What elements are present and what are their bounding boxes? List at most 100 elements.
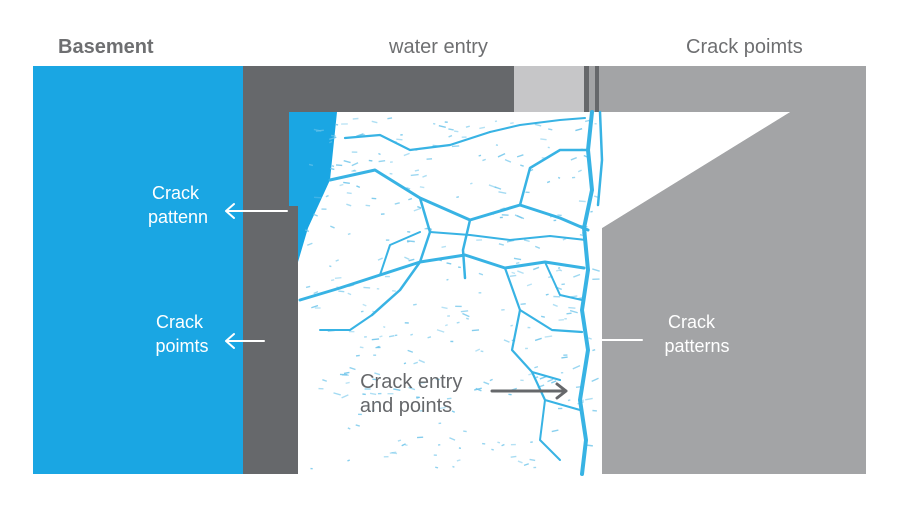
header-water-entry: water entry bbox=[388, 36, 488, 58]
speckle bbox=[558, 319, 565, 321]
speckle bbox=[380, 213, 385, 215]
speckle bbox=[384, 275, 390, 278]
speckle bbox=[355, 424, 360, 427]
speckle bbox=[364, 388, 371, 390]
speckle bbox=[528, 373, 533, 376]
speckle bbox=[520, 303, 526, 305]
header-crack-points: Crack poimts bbox=[686, 36, 803, 58]
speckle bbox=[419, 186, 425, 189]
crack-branch-3 bbox=[370, 196, 432, 317]
speckle bbox=[446, 397, 452, 400]
speckle bbox=[416, 396, 421, 399]
speckle bbox=[417, 436, 424, 439]
speckle bbox=[444, 405, 448, 408]
speckle bbox=[585, 119, 590, 123]
speckle bbox=[592, 409, 597, 412]
speckle bbox=[533, 466, 537, 469]
speckle bbox=[456, 321, 460, 324]
label-crack-pattenn-line1: Crack bbox=[152, 183, 200, 203]
speckle bbox=[392, 290, 396, 292]
speckle bbox=[452, 465, 455, 468]
speckle bbox=[535, 376, 539, 379]
label-crack-pattenn-line2: pattenn bbox=[148, 207, 208, 227]
label-crack-entry-line2: and points bbox=[360, 395, 452, 417]
crack-branch-7 bbox=[503, 266, 584, 334]
speckle bbox=[394, 334, 398, 337]
speckle bbox=[567, 399, 571, 402]
speckle bbox=[497, 441, 501, 444]
speckle bbox=[394, 202, 400, 205]
speckle bbox=[447, 315, 450, 317]
speckle bbox=[403, 152, 410, 157]
speckle bbox=[438, 422, 442, 425]
speckle bbox=[566, 312, 572, 315]
speckle bbox=[385, 239, 390, 241]
label-crack-entry: Crack entry and points bbox=[360, 371, 468, 417]
speckle bbox=[313, 290, 319, 295]
pipe-line-dark bbox=[584, 66, 589, 112]
speckle bbox=[393, 388, 401, 391]
speckle bbox=[478, 272, 484, 276]
speckle bbox=[413, 207, 422, 212]
speckle bbox=[450, 340, 454, 343]
speckle bbox=[534, 245, 541, 249]
speckle bbox=[520, 379, 524, 382]
speckle bbox=[364, 336, 367, 338]
crack-branch-2 bbox=[298, 253, 586, 302]
speckle bbox=[379, 335, 383, 338]
speckle bbox=[514, 214, 523, 219]
speckle bbox=[404, 322, 409, 324]
speckle bbox=[341, 123, 348, 125]
speckle bbox=[558, 267, 561, 269]
speckle bbox=[544, 335, 553, 338]
speckle bbox=[374, 372, 381, 376]
speckle bbox=[343, 371, 350, 375]
speckle bbox=[408, 258, 415, 262]
speckle bbox=[333, 392, 341, 396]
speckle bbox=[437, 443, 441, 446]
crack-branch-1 bbox=[328, 168, 590, 232]
top-slab-light bbox=[514, 66, 584, 112]
arrow-left-lower bbox=[225, 333, 265, 349]
speckle bbox=[390, 161, 393, 163]
speckle bbox=[513, 257, 522, 261]
speckle bbox=[351, 162, 359, 167]
speckle bbox=[483, 381, 490, 385]
speckle bbox=[321, 208, 327, 210]
speckle bbox=[360, 310, 364, 313]
speckle bbox=[383, 456, 389, 458]
speckle bbox=[553, 219, 557, 222]
speckle bbox=[362, 393, 366, 396]
speckle bbox=[503, 339, 510, 343]
speckle bbox=[560, 372, 564, 374]
speckle bbox=[375, 401, 379, 403]
speckle bbox=[406, 240, 415, 243]
speckle bbox=[410, 333, 414, 336]
speckle bbox=[305, 285, 311, 289]
speckle bbox=[407, 349, 414, 353]
speckle bbox=[461, 136, 467, 138]
speckle bbox=[508, 393, 512, 396]
crack-branch-12 bbox=[379, 231, 421, 276]
speckle bbox=[359, 346, 364, 349]
speckle bbox=[446, 278, 449, 281]
speckle bbox=[510, 324, 513, 327]
label-crack-poimts-line1: Crack bbox=[156, 312, 204, 332]
speckle bbox=[515, 261, 520, 265]
speckle bbox=[329, 167, 335, 171]
speckle bbox=[307, 242, 313, 246]
crack-branch-11 bbox=[429, 231, 587, 241]
speckle bbox=[501, 308, 505, 311]
speckle bbox=[397, 439, 402, 442]
speckle bbox=[369, 392, 377, 396]
speckle bbox=[573, 273, 581, 278]
speckle bbox=[590, 210, 593, 213]
speckle bbox=[347, 459, 351, 462]
speckle bbox=[391, 452, 398, 455]
label-crack-patterns-line1: Crack bbox=[668, 312, 716, 332]
speckle bbox=[448, 134, 453, 138]
speckle bbox=[454, 130, 459, 133]
speckle bbox=[362, 303, 367, 307]
speckle bbox=[482, 442, 486, 445]
speckle bbox=[418, 381, 426, 384]
